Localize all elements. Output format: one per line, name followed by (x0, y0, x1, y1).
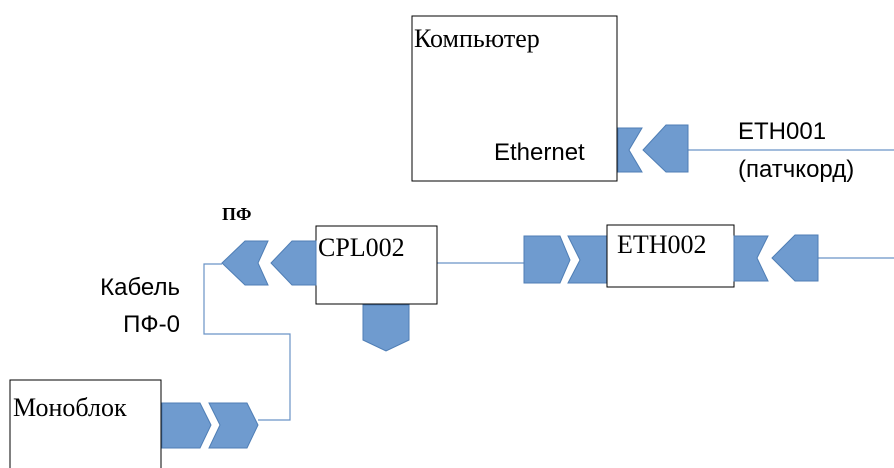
pf0-cable (203, 263, 291, 421)
computer-ethernet-connector[interactable] (617, 124, 689, 173)
connector-chevron-icon (161, 402, 212, 449)
connector-chevron-icon (771, 234, 819, 282)
connector-chevron-icon (567, 235, 608, 284)
computer-label: Компьютер (414, 24, 540, 53)
cable-sublabel: ПФ-0 (123, 311, 180, 338)
connector-chevron-icon (270, 240, 317, 286)
cpl002-label: CPL002 (318, 233, 405, 262)
monoblock-label: Моноблок (13, 393, 127, 422)
computer-box (411, 15, 618, 182)
monoblock-box (9, 379, 162, 468)
computer-node[interactable]: Компьютер Ethernet (411, 15, 618, 182)
connector-chevron-icon (523, 235, 571, 284)
connector-chevron-icon (642, 124, 689, 173)
ethernet-port-label: Ethernet (494, 139, 585, 166)
eth002-label: ETH002 (617, 230, 707, 259)
eth002-box (606, 224, 735, 288)
cpl002-bottom-connector[interactable] (362, 304, 410, 352)
eth001-label: ETH001 (738, 118, 826, 145)
monoblock-connector[interactable] (161, 402, 259, 449)
connector-chevron-icon (208, 402, 259, 449)
cable-label: Кабель (100, 274, 180, 301)
eth002-right-connector[interactable] (733, 234, 819, 282)
connector-chevron-icon (221, 240, 269, 286)
pf-port-label: ПФ (222, 204, 251, 224)
eth002-left-connector[interactable] (523, 235, 608, 284)
eth002-node[interactable]: ETH002 (606, 224, 735, 288)
monoblock-node[interactable]: Моноблок (9, 379, 162, 468)
eth001-sublabel: (патчкорд) (738, 156, 854, 183)
connector-chevron-icon (617, 127, 643, 173)
connector-chevron-icon (733, 235, 769, 282)
pf-connector[interactable] (221, 240, 317, 286)
cpl002-box (315, 225, 438, 305)
cpl002-node[interactable]: CPL002 (315, 225, 438, 305)
